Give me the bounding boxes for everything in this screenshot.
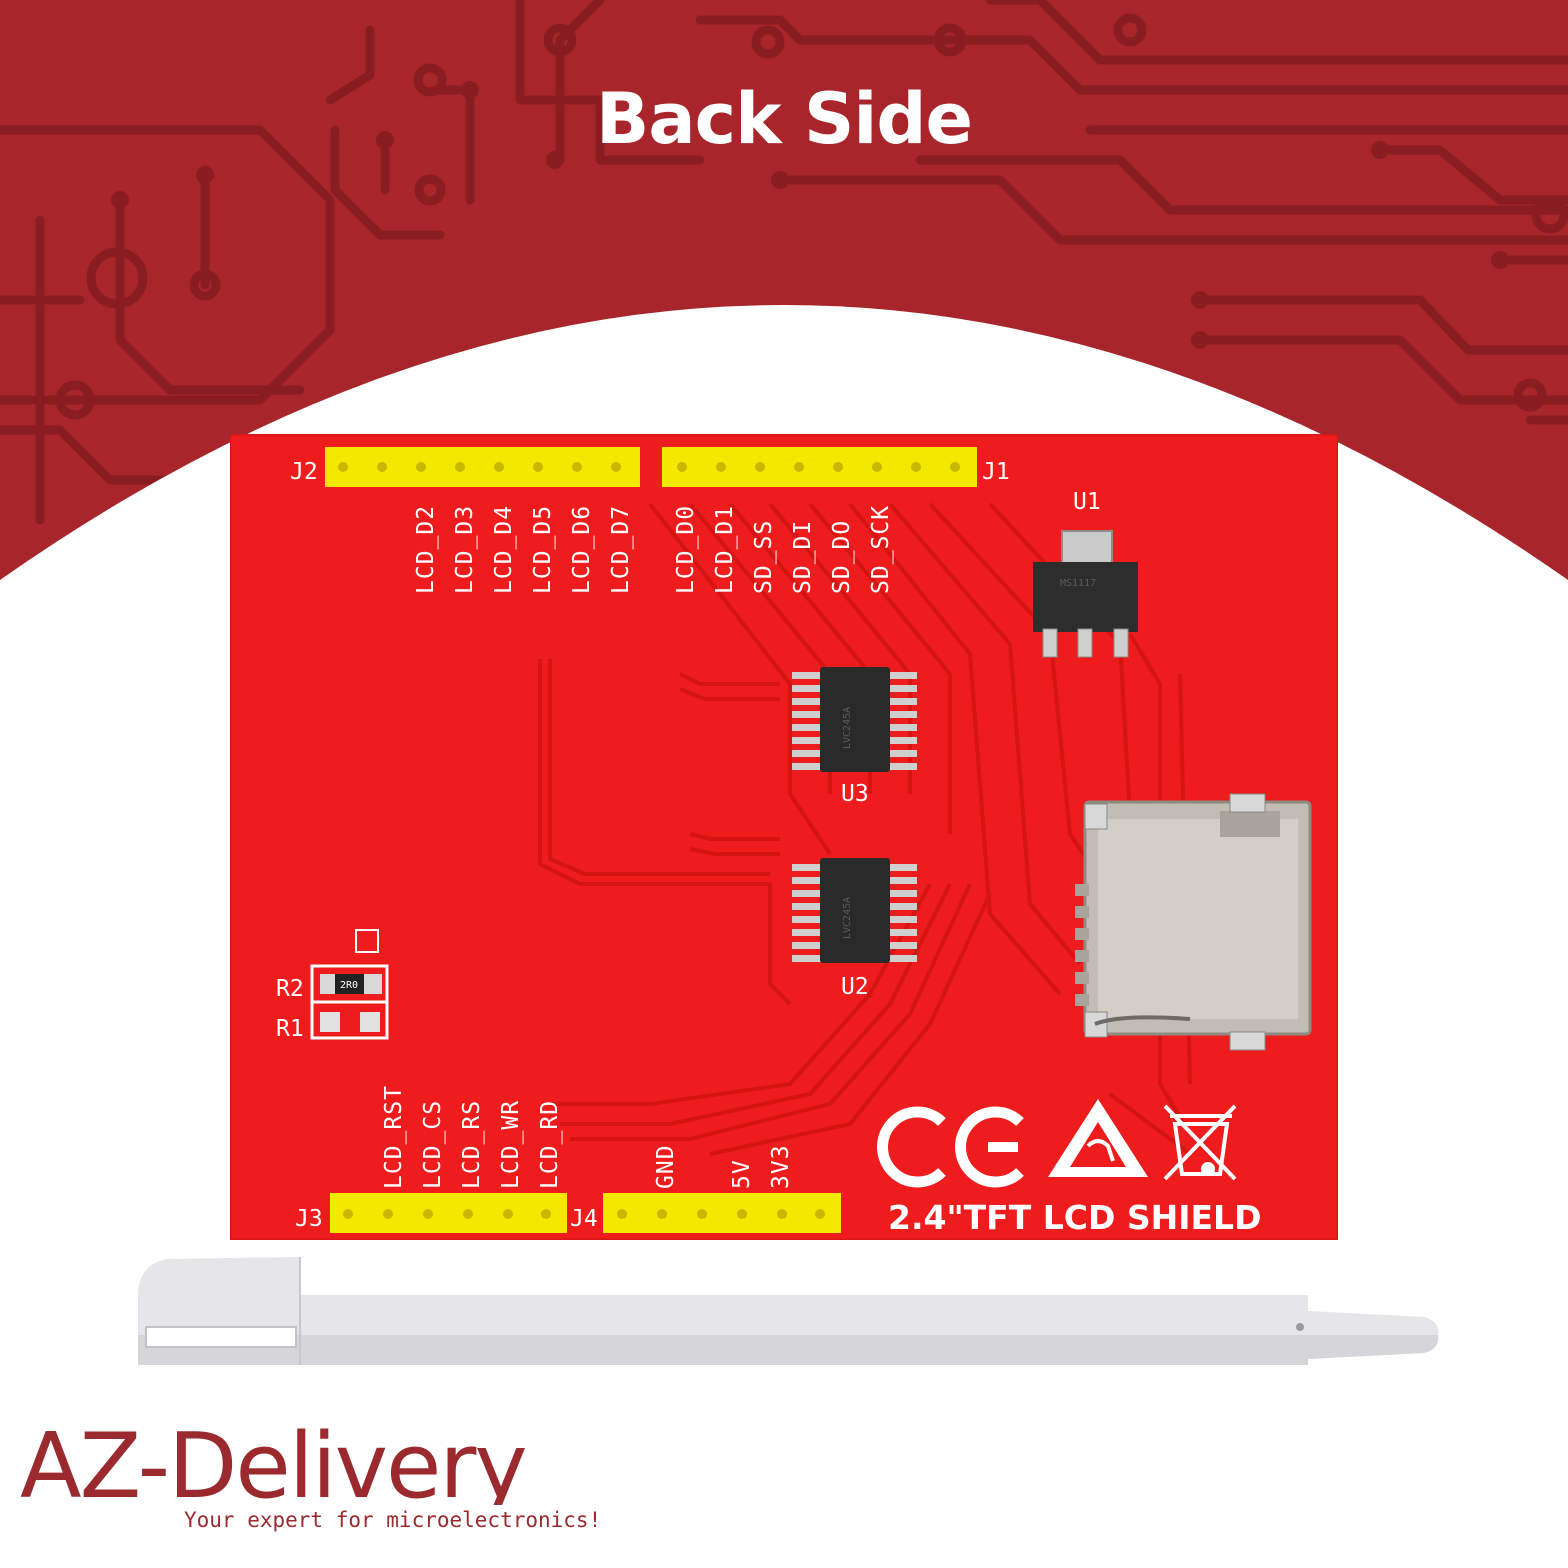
j1-pin-labels: LCD_D0 LCD_D1 SD_SS SD_DI SD_DO SD_SCK bbox=[673, 505, 894, 594]
sd-card-slot bbox=[1075, 793, 1312, 1051]
brand-logo-text: AZ-Delivery bbox=[20, 1425, 526, 1505]
pin-label: 5V bbox=[729, 1159, 755, 1189]
pin-label: LCD_D3 bbox=[452, 505, 478, 594]
pin-label: SD_DO bbox=[829, 520, 855, 594]
page-title: Back Side bbox=[596, 78, 973, 160]
ce-mark bbox=[877, 1106, 1024, 1188]
header-j1-label: J1 bbox=[982, 459, 1010, 485]
resistor-ref: R2 bbox=[276, 976, 304, 1002]
brand-logo: AZ-Delivery bbox=[20, 1425, 528, 1505]
regulator-u1: U1 MS1117 bbox=[1033, 489, 1138, 658]
pin-label: LCD_WR bbox=[498, 1100, 524, 1189]
pin-label: SD_SCK bbox=[868, 505, 894, 594]
buffer-ref: U2 bbox=[841, 974, 869, 1000]
header-j4-label: J4 bbox=[570, 1206, 598, 1232]
header-j2 bbox=[325, 447, 640, 487]
header-j3 bbox=[330, 1193, 567, 1233]
pin-label: LCD_RS bbox=[459, 1100, 485, 1189]
tft-shield-board: J2 J1 J3 J4 LCD_D2 LCD_D3 LCD_D4 LCD_D5 … bbox=[230, 434, 1338, 1240]
pin-label: LCD_D5 bbox=[530, 505, 556, 594]
pin-label: LCD_D1 bbox=[712, 505, 738, 594]
buffer-chip-u3: LVC245A U3 bbox=[792, 667, 917, 807]
buffer-ref: U3 bbox=[841, 781, 869, 807]
pin-label: LCD_D7 bbox=[608, 505, 634, 594]
pin-label: LCD_CS bbox=[420, 1100, 446, 1189]
buffer-marking: LVC245A bbox=[842, 707, 853, 749]
regulator-ref: U1 bbox=[1073, 489, 1101, 515]
pin-label: LCD_RD bbox=[537, 1100, 563, 1189]
pin-label: SD_SS bbox=[751, 520, 777, 594]
buffer-chip-u2: LVC245A U2 bbox=[792, 858, 917, 1000]
header-j1 bbox=[662, 447, 977, 487]
header-j3-label: J3 bbox=[295, 1206, 323, 1232]
pin-label: GND bbox=[653, 1144, 679, 1189]
header-j4 bbox=[603, 1193, 841, 1233]
j2-pin-labels: LCD_D2 LCD_D3 LCD_D4 LCD_D5 LCD_D6 LCD_D… bbox=[413, 505, 634, 594]
stylus-pen bbox=[138, 1257, 1439, 1365]
pin-label: LCD_D6 bbox=[569, 505, 595, 594]
header-j2-label: J2 bbox=[290, 459, 318, 485]
esd-warning-icon bbox=[1048, 1099, 1148, 1177]
resistor-ref: R1 bbox=[276, 1016, 304, 1042]
brand-tagline: Your expert for microelectronics! bbox=[184, 1508, 602, 1532]
pin-label: LCD_RST bbox=[381, 1085, 407, 1189]
pin-label: LCD_D2 bbox=[413, 505, 439, 594]
buffer-marking: LVC245A bbox=[842, 897, 853, 939]
j3-pin-labels: LCD_RST LCD_CS LCD_RS LCD_WR LCD_RD bbox=[381, 1085, 563, 1189]
pin-label: LCD_D0 bbox=[673, 505, 699, 594]
board-title: 2.4"TFT LCD SHIELD bbox=[888, 1198, 1261, 1237]
pin-label: SD_DI bbox=[790, 520, 816, 594]
pin-label: LCD_D4 bbox=[491, 505, 517, 594]
j4-pin-labels: GND 5V 3V3 bbox=[653, 1144, 794, 1189]
pin-label: 3V3 bbox=[768, 1144, 794, 1189]
resistor-marking: 2R0 bbox=[340, 980, 358, 991]
resistors: R2 R1 2R0 bbox=[276, 929, 389, 1042]
weee-bin-icon bbox=[1163, 1104, 1237, 1181]
regulator-marking: MS1117 bbox=[1060, 578, 1096, 589]
